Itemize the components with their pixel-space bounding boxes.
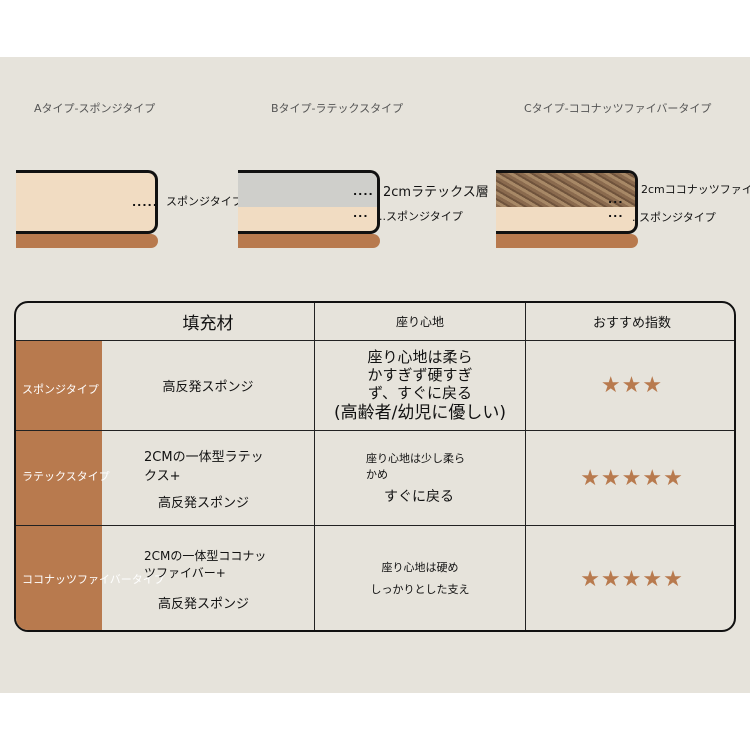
row-type: スポンジタイプ (22, 383, 99, 396)
mattress-c (496, 170, 638, 234)
row-type: ココナッツファイバータイプ (22, 573, 165, 586)
leader-dots: ..... (132, 196, 158, 209)
type-b-label-latex: 2cmラテックス層 (383, 185, 489, 200)
leader-dots: .... (353, 185, 374, 198)
row-type: ラテックスタイプ (22, 470, 110, 483)
background (0, 57, 750, 693)
row-filling: 2CMの一体型ラテックス+高反発スポンジ (144, 449, 264, 511)
mattress-b-base (238, 234, 380, 248)
row-filling: 高反発スポンジ (162, 380, 254, 395)
comparison-table: 填充材 座り心地 おすすめ指数 スポンジタイプ 高反発スポンジ 座り心地は柔らか… (14, 301, 736, 632)
header-filling: 填充材 (182, 314, 234, 334)
rating-stars: ★★★★★ (580, 465, 684, 491)
rating-stars: ★★★ (600, 373, 664, 398)
type-c-title: Cタイプ-ココナッツファイバータイプ (524, 102, 712, 115)
rating-stars: ★★★★★ (580, 566, 684, 592)
type-c-label-coconut: 2cmココナッツファイ (641, 183, 750, 196)
type-a-label: スポンジタイプ (166, 195, 243, 208)
row-filling: 2CMの一体型ココナッツファイバー+高反発スポンジ (144, 548, 267, 612)
type-b-title: Bタイプ-ラテックスタイプ (271, 102, 404, 115)
row-comfort: 座り心地は硬めしっかりとした支え (370, 561, 470, 596)
leader-dots: ... (608, 207, 624, 220)
type-b-label-sponge: ..スポンジタイプ (379, 210, 463, 223)
type-a-title: Aタイプ-スポンジタイプ (34, 102, 156, 115)
type-column (16, 341, 102, 630)
row-comfort: 座り心地は柔らかすぎず硬すぎず、すぐに戻る(高齢者/幼児に優しい) (334, 347, 506, 423)
mattress-b (238, 170, 380, 234)
leader-dots: ... (608, 193, 624, 206)
header-rating: おすすめ指数 (592, 316, 671, 331)
leader-dots: ... (353, 207, 369, 220)
mattress-a (16, 170, 158, 234)
mattress-c-base (496, 234, 638, 248)
mattress-a-base (16, 234, 158, 248)
type-c-label-sponge: ..スポンジタイプ (632, 211, 716, 224)
row-comfort: 座り心地は少し柔らかめすぐに戻る (366, 452, 465, 505)
header-comfort: 座り心地 (395, 315, 444, 329)
